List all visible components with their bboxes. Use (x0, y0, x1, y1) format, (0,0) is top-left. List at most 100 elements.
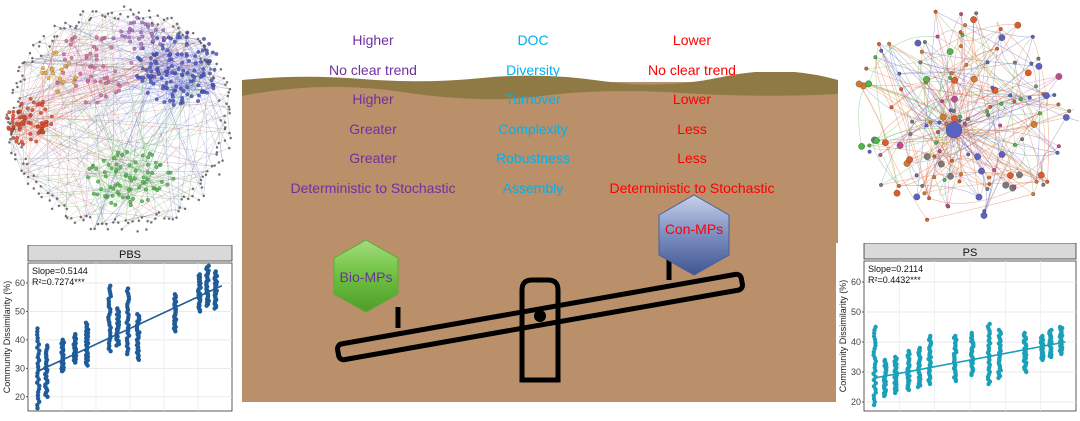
network-edge (1009, 95, 1058, 153)
network-edge (41, 55, 176, 91)
network-node (998, 151, 1006, 158)
network-node (1013, 142, 1017, 147)
network-node (223, 139, 227, 142)
network-node (970, 16, 977, 23)
network-edge (25, 55, 87, 119)
network-edge (1036, 66, 1041, 182)
plot-title-strip (27, 245, 233, 262)
network-edge (57, 70, 116, 84)
network-node (136, 36, 141, 41)
network-node (145, 177, 150, 182)
network-edge (71, 57, 186, 209)
network-edge (63, 14, 134, 55)
network-node (168, 98, 172, 103)
network-node (41, 66, 45, 71)
network-edge (863, 84, 1002, 104)
data-point (125, 286, 131, 291)
network-node (1020, 137, 1025, 142)
network-node (48, 199, 52, 202)
network-edge (918, 62, 955, 131)
network-node (92, 44, 96, 49)
network-node (922, 40, 927, 44)
network-edge (111, 12, 115, 169)
network-edge (203, 91, 208, 196)
network-node (201, 67, 206, 71)
network-node (951, 115, 958, 123)
network-node (922, 191, 927, 196)
network-node (14, 157, 17, 161)
network-node (79, 215, 83, 219)
network-node (73, 221, 77, 224)
network-node (1016, 171, 1023, 179)
network-edge (13, 54, 155, 139)
network-node (94, 35, 99, 40)
network-edge (107, 172, 169, 197)
network-edge (144, 182, 189, 200)
network-node (987, 175, 992, 180)
network-node (82, 218, 85, 222)
network-node (172, 25, 175, 28)
network-edge (83, 71, 159, 221)
network-node (959, 172, 964, 177)
network-node (88, 215, 92, 219)
network-node (11, 136, 16, 140)
network-edge (115, 172, 171, 206)
network-node (137, 185, 142, 190)
network-node (191, 31, 195, 35)
network-node (118, 165, 123, 170)
network-node (140, 79, 145, 83)
network-edge (43, 126, 94, 166)
network-edge (971, 79, 988, 113)
network-node (32, 174, 36, 177)
network-node (131, 220, 134, 223)
network-node (113, 218, 117, 221)
network-node (26, 182, 30, 185)
network-node (63, 64, 68, 69)
network-node (164, 73, 169, 78)
network-edge (939, 179, 960, 196)
network-edge (16, 13, 121, 84)
network-node (73, 75, 78, 80)
network-node (150, 221, 153, 224)
network-node (135, 73, 140, 78)
network-edge (66, 40, 102, 96)
network-edge (168, 68, 226, 86)
network-node (51, 71, 55, 76)
network-edge (78, 22, 139, 40)
network-node (128, 21, 133, 26)
network-edge (24, 61, 150, 154)
network-node (69, 38, 74, 42)
network-node (897, 71, 902, 76)
network-node (206, 60, 209, 64)
network-edge (921, 51, 1039, 67)
network-edge (21, 170, 118, 193)
network-edge (965, 24, 1033, 38)
network-edge (939, 72, 952, 119)
network-node (221, 159, 224, 162)
network-node (180, 60, 185, 65)
network-graph-bio (5, 5, 232, 233)
network-node (108, 185, 113, 189)
network-edge (44, 109, 95, 229)
network-edge (87, 81, 140, 188)
network-edge (128, 14, 134, 198)
network-node (148, 16, 152, 19)
y-tick-label: 60 (851, 277, 861, 287)
network-node (90, 164, 95, 169)
network-edge (951, 94, 1055, 161)
network-edge (65, 22, 205, 93)
network-edge (72, 38, 123, 155)
row-1-con: No clear trend (648, 61, 736, 78)
network-node (879, 183, 883, 187)
network-edge (920, 62, 1067, 118)
network-edge (85, 68, 204, 103)
network-node (199, 57, 202, 61)
network-edge (984, 144, 1016, 212)
network-node (94, 166, 99, 171)
network-node (74, 27, 77, 30)
network-node (114, 162, 119, 167)
network-edge (920, 24, 1018, 63)
network-node (79, 13, 82, 16)
network-node (1034, 84, 1038, 89)
network-node (110, 11, 114, 15)
